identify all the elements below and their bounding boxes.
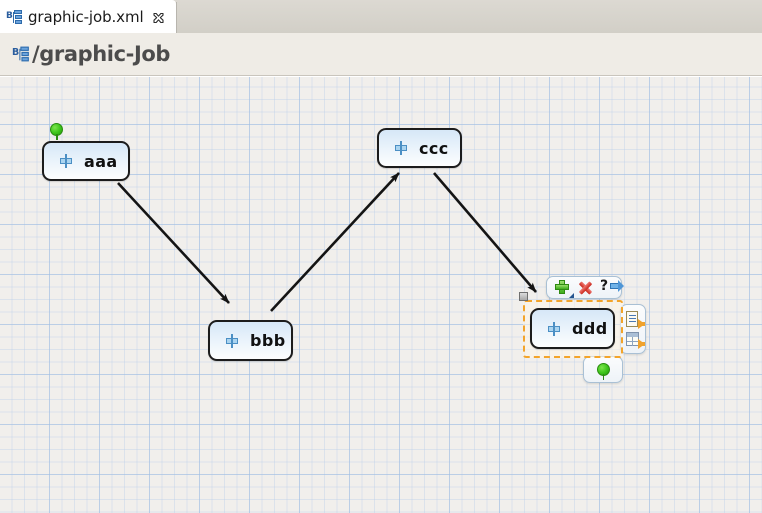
- green-plus-icon[interactable]: [554, 279, 574, 298]
- node-action-palette-top[interactable]: ?: [546, 276, 625, 299]
- connection-bbb-ccc[interactable]: [270, 172, 400, 312]
- diagram-node-aaa[interactable]: aaa: [42, 141, 130, 181]
- node-label: ccc: [419, 138, 449, 158]
- editor-tab-bar: B graphic-job.xml: [0, 0, 762, 33]
- component-pipe-icon: [393, 140, 409, 156]
- connection-ccc-ddd[interactable]: [433, 172, 537, 293]
- table-arrow-icon[interactable]: [625, 331, 645, 349]
- green-pin-icon[interactable]: [50, 123, 63, 140]
- diagram-node-bbb[interactable]: bbb: [208, 320, 293, 361]
- diagram-node-ddd[interactable]: ddd: [530, 308, 615, 349]
- tab-graphic-job-xml[interactable]: B graphic-job.xml: [0, 0, 177, 33]
- node-label: bbb: [250, 331, 286, 350]
- diagram-canvas[interactable]: aaa ccc bbb ?: [0, 77, 762, 513]
- node-label: ddd: [572, 319, 608, 338]
- job-hierarchy-icon: B: [6, 9, 23, 25]
- job-hierarchy-icon: B: [12, 46, 30, 63]
- page-title: /graphic-Job: [32, 42, 171, 66]
- component-pipe-icon: [546, 321, 562, 337]
- red-delete-icon[interactable]: [577, 279, 594, 296]
- component-pipe-icon: [224, 333, 240, 349]
- diagram-node-ccc[interactable]: ccc: [377, 128, 462, 168]
- green-pin-icon[interactable]: [596, 363, 610, 380]
- node-action-palette-side[interactable]: [620, 304, 646, 354]
- tab-title: graphic-job.xml: [28, 7, 144, 26]
- document-arrow-icon[interactable]: [625, 310, 645, 329]
- close-icon[interactable]: [152, 10, 165, 24]
- node-action-palette-bottom[interactable]: [583, 356, 623, 383]
- breadcrumb-header: B /graphic-Job: [0, 33, 762, 76]
- question-arrow-icon[interactable]: ?: [600, 278, 625, 296]
- connection-aaa-bbb[interactable]: [117, 182, 230, 304]
- node-label: aaa: [84, 151, 118, 171]
- resize-handle[interactable]: [519, 292, 528, 301]
- component-pipe-icon: [58, 153, 74, 169]
